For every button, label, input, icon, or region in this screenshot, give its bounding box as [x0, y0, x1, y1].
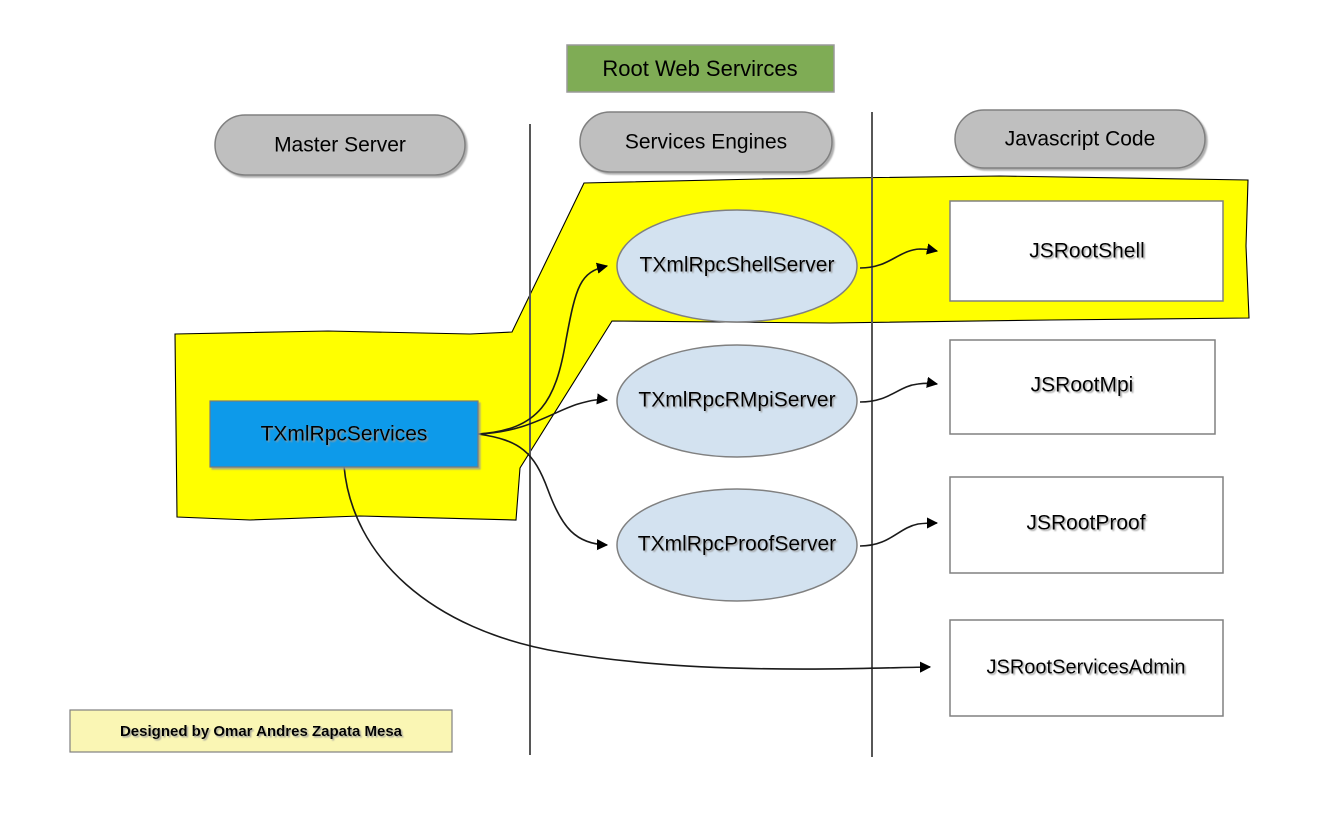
node-jsrootshell-rect[interactable]: [949, 200, 1224, 302]
column-header-services-engines: Services Engines: [579, 111, 833, 173]
node-txmlrpcservices[interactable]: TXmlRpcServices: [209, 400, 479, 468]
credit-box: Designed by Omar Andres Zapata Mesa: [69, 709, 453, 753]
node-txmlrpcproofserver[interactable]: TXmlRpcProofServer: [616, 488, 858, 602]
node-jsrootshell[interactable]: JSRootShell: [949, 200, 1224, 302]
column-dividers: [529, 112, 873, 757]
node-jsrootmpi-label: JSRootMpi: [1031, 374, 1134, 397]
arrow-proofserver-to-jsrootproof: [859, 517, 939, 547]
node-jsrootmpi-rect[interactable]: [949, 339, 1216, 435]
connection-arrows: [343, 243, 939, 673]
credit-box-rect: [69, 709, 453, 753]
node-txmlrpcservices-label: TXmlRpcServices: [261, 423, 428, 446]
column-label-services-engines: Services Engines: [625, 131, 787, 154]
node-txmlrpcrmpiserver-ellipse[interactable]: [616, 344, 858, 458]
node-txmlrpcshellserver-label: TXmlRpcShellServer: [640, 254, 835, 277]
arrow-services-to-shellserver: [477, 262, 609, 435]
title-banner: Root Web Servirces: [566, 44, 835, 93]
node-jsrootshell-label: JSRootShell: [1029, 240, 1145, 263]
arrow-shellserver-to-jsrootshell: [859, 243, 939, 269]
column-header-javascript-code: Javascript Code: [954, 109, 1206, 169]
node-jsrootmpi[interactable]: JSRootMpi: [949, 339, 1216, 435]
node-jsrootproof-label: JSRootProof: [1026, 512, 1145, 535]
node-txmlrpcrmpiserver-label: TXmlRpcRMpiServer: [638, 389, 835, 412]
credit-box-label: Designed by Omar Andres Zapata Mesa: [120, 723, 403, 740]
node-jsrootproof[interactable]: JSRootProof: [949, 476, 1224, 574]
arrow-rmpiserver-to-jsrootmpi: [859, 376, 939, 403]
node-txmlrpcshellserver[interactable]: TXmlRpcShellServer: [616, 209, 858, 323]
node-jsrootservicesadmin-label: JSRootServicesAdmin: [987, 656, 1186, 678]
node-txmlrpcservices-rect[interactable]: [209, 400, 479, 468]
column-label-javascript-code: Javascript Code: [1005, 128, 1156, 151]
node-txmlrpcproofserver-label: TXmlRpcProofServer: [638, 533, 836, 556]
node-jsrootservicesadmin-rect[interactable]: [949, 619, 1224, 717]
column-pill-services-engines: [579, 111, 833, 173]
node-jsrootservicesadmin[interactable]: JSRootServicesAdmin: [949, 619, 1224, 717]
arrow-services-to-jsrootservicesadmin: [343, 465, 932, 673]
column-label-master-server: Master Server: [274, 134, 406, 157]
column-header-master-server: Master Server: [214, 114, 466, 176]
node-jsrootproof-rect[interactable]: [949, 476, 1224, 574]
column-pill-master-server: [214, 114, 466, 176]
arrow-services-to-rmpiserver: [477, 393, 609, 435]
node-txmlrpcrmpiserver[interactable]: TXmlRpcRMpiServer: [616, 344, 858, 458]
node-txmlrpcproofserver-ellipse[interactable]: [616, 488, 858, 602]
node-txmlrpcshellserver-ellipse[interactable]: [616, 209, 858, 323]
column-pill-javascript-code: [954, 109, 1206, 169]
arrow-services-to-proofserver: [477, 433, 609, 551]
title-banner-label: Root Web Servirces: [602, 56, 797, 81]
title-banner-rect: [566, 44, 835, 93]
